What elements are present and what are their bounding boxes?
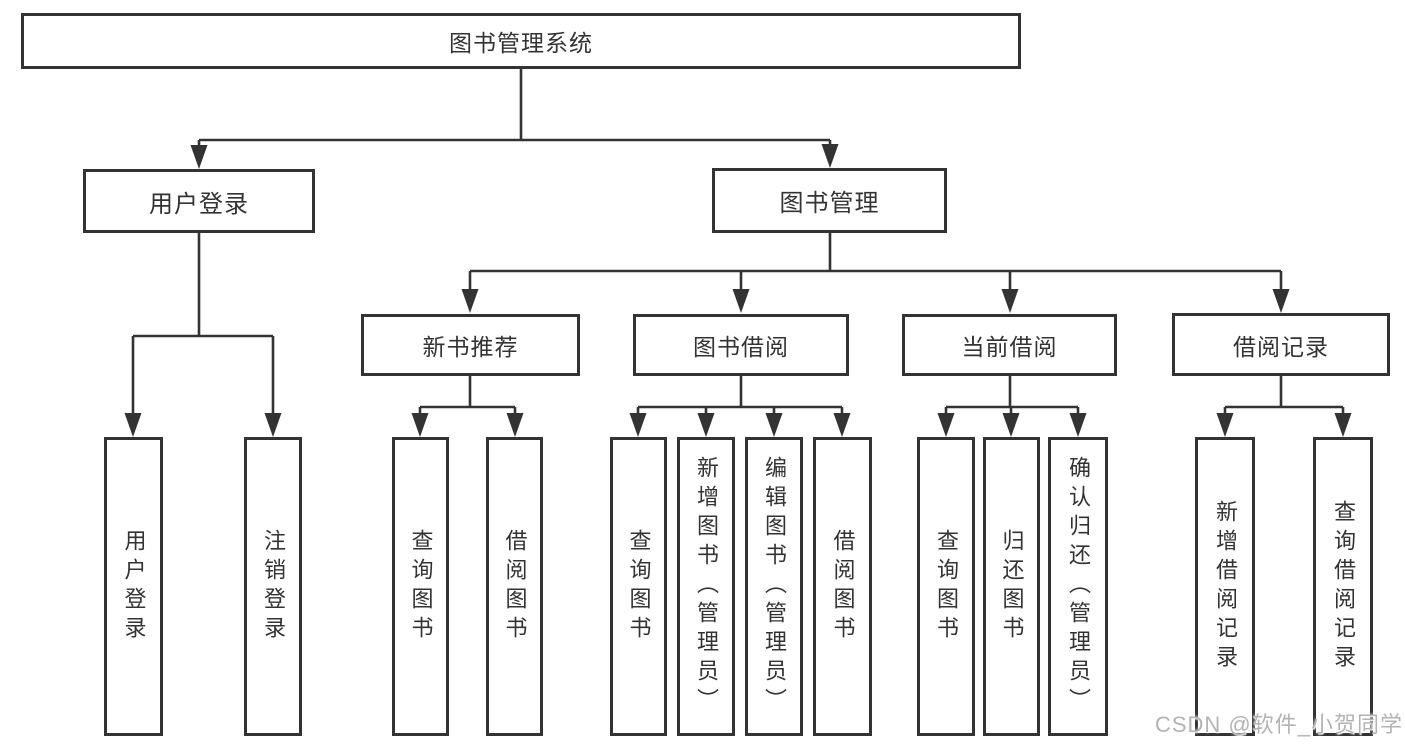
node-book-borrow: 图书借阅 xyxy=(633,314,849,376)
node-borrow-records: 借阅记录 xyxy=(1172,313,1390,376)
leaf-logout: 注销登录 xyxy=(244,437,302,736)
leaf-query-borrow-record: 查询借阅记录 xyxy=(1313,437,1373,736)
leaf-return-book: 归还图书 xyxy=(983,437,1040,736)
leaf-query-book-3: 查询图书 xyxy=(917,437,975,736)
watermark: CSDN @软件_小贺同学 xyxy=(1154,712,1403,737)
node-book-management: 图书管理 xyxy=(712,168,947,233)
leaf-query-book-2: 查询图书 xyxy=(610,437,667,736)
leaf-confirm-return-admin: 确认归还（管理员） xyxy=(1048,437,1108,736)
leaf-borrow-book-2: 借阅图书 xyxy=(813,437,872,736)
node-current-borrow: 当前借阅 xyxy=(902,314,1117,376)
leaf-add-borrow-record: 新增借阅记录 xyxy=(1195,437,1255,736)
leaf-user-login: 用户登录 xyxy=(104,437,163,736)
arrowhead-icons xyxy=(124,144,1352,437)
leaf-add-book-admin: 新增图书（管理员） xyxy=(677,437,735,736)
node-new-book-recommend: 新书推荐 xyxy=(361,314,580,376)
tree-connector-path xyxy=(131,69,1345,416)
node-root-system: 图书管理系统 xyxy=(21,13,1021,69)
leaf-query-book-1: 查询图书 xyxy=(392,437,449,736)
node-user-login: 用户登录 xyxy=(83,169,315,233)
leaf-borrow-book-1: 借阅图书 xyxy=(486,437,543,736)
leaf-edit-book-admin: 编辑图书（管理员） xyxy=(745,437,803,736)
